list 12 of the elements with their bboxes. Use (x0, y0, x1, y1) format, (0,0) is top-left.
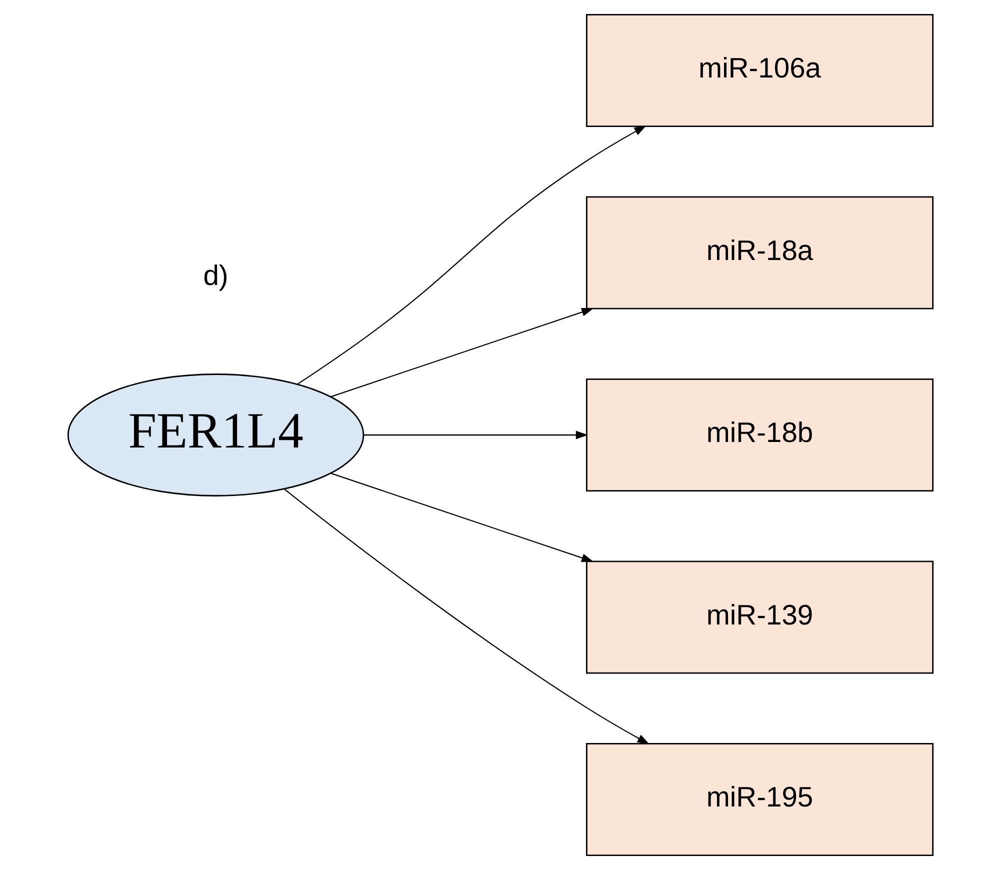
arrow (330, 472, 594, 562)
arrow (330, 308, 594, 397)
node-box: miR-139 (585, 560, 934, 674)
label: d) (202, 258, 228, 291)
arrow (284, 488, 650, 744)
arrow (296, 125, 646, 384)
node-box: miR-18a (585, 196, 934, 309)
node-ellipse: FER1L4 (66, 373, 364, 496)
node-box: miR-106a (585, 13, 934, 126)
node-box: miR-195 (585, 742, 934, 856)
node-box: miR-18b (585, 378, 934, 492)
arrow (363, 430, 588, 439)
